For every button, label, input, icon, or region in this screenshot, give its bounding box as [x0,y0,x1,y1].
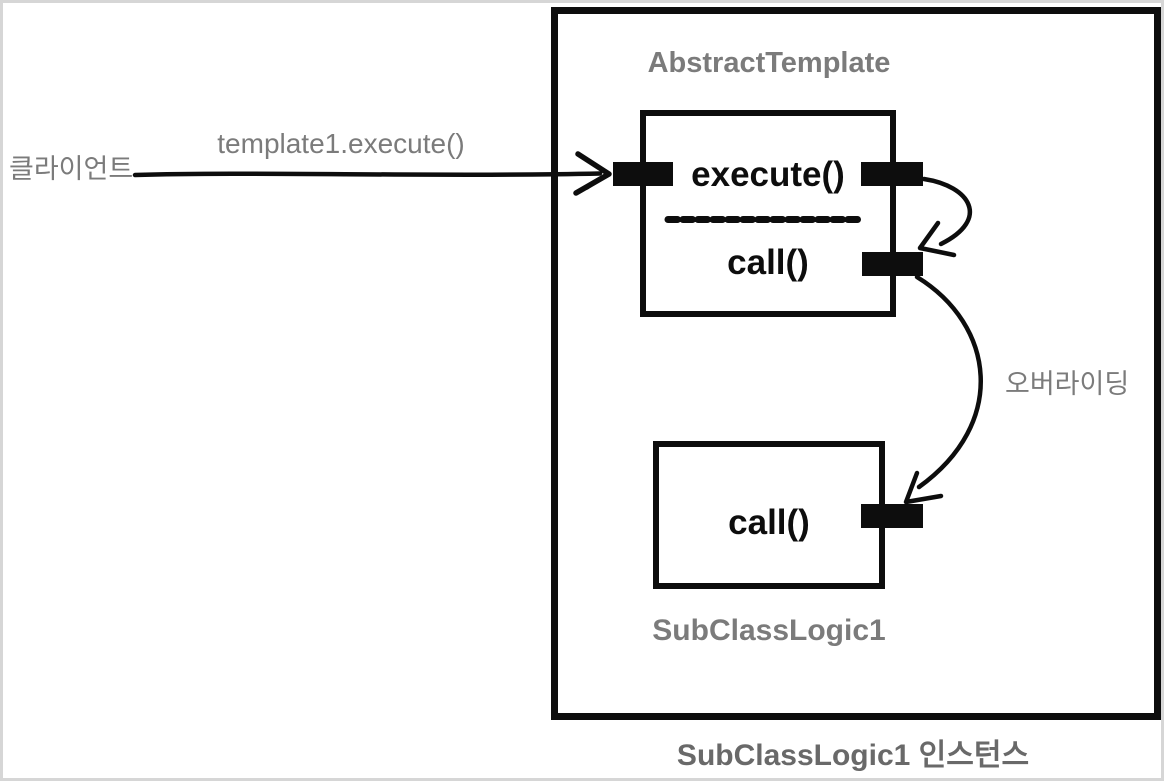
port-execute-right [861,162,923,186]
instance-caption-label: SubClassLogic1 인스턴스 [676,739,1030,772]
port-call-right [862,252,923,276]
instance-outer-box [551,7,1161,720]
call-method-label: call() [727,243,809,282]
call-arrow-label: template1.execute() [217,128,465,159]
overriding-label: 오버라이딩 [1005,369,1130,399]
subclass-call-method-label: call() [728,503,810,542]
client-label: 클라이언트 [9,154,134,184]
client-call-arrow [132,171,603,178]
port-subclass-call-right [861,504,923,528]
abstract-template-title: AbstractTemplate [647,47,891,79]
execute-method-label: execute() [691,155,845,194]
port-execute-left [613,162,673,186]
abstract-template-box [640,110,896,317]
subclass-logic1-box [653,441,885,589]
subclass-name-label: SubClassLogic1 [652,614,886,647]
